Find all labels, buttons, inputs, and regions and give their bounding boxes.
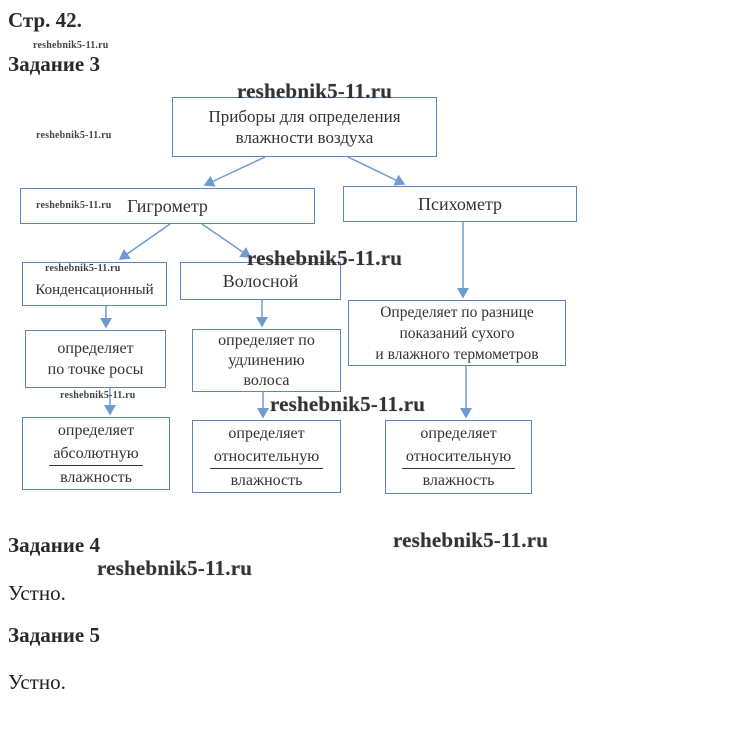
task3-heading: Задание 3 [8, 52, 100, 76]
text-line: абсолютную [49, 442, 143, 466]
text-line: определяет [57, 421, 135, 439]
root-line2: влажности воздуха [235, 128, 374, 147]
text-line: относительную [401, 445, 516, 469]
text-line: определяет [420, 425, 497, 442]
text-line: определяет по [218, 331, 315, 349]
watermark: reshebnik5-11.ru [36, 200, 112, 211]
watermark: reshebnik5-11.ru [45, 263, 121, 274]
box-psych-def: Определяет по разнице показаний сухого и… [348, 300, 566, 366]
psychrometer-label: Психометр [417, 193, 503, 214]
box-relative-1: определяет относительную влажность [192, 420, 341, 493]
watermark: reshebnik5-11.ru [247, 246, 403, 270]
watermark: reshebnik5-11.ru [60, 390, 136, 401]
text-line: влажность [230, 471, 303, 489]
task5-heading: Задание 5 [8, 623, 100, 647]
text-line: относительную [209, 445, 324, 469]
text-line: определяет [57, 340, 134, 357]
text-line: волоса [243, 371, 290, 389]
text-line: Определяет по разнице [380, 303, 534, 321]
watermark: reshebnik5-11.ru [36, 130, 112, 141]
box-psychrometer: Психометр [343, 186, 577, 222]
watermark: reshebnik5-11.ru [393, 528, 549, 552]
text-line: определяет [228, 424, 305, 442]
text-line: удлинению [228, 351, 305, 369]
watermark: reshebnik5-11.ru [237, 79, 393, 103]
box-dew-point: определяет по точке росы [25, 330, 166, 388]
box-condensation: Конденсационный [22, 262, 167, 306]
task4-heading: Задание 4 [8, 533, 100, 557]
text-line: влажность [422, 472, 495, 489]
arrow [201, 223, 252, 258]
text-line: влажность [60, 468, 132, 486]
text-line: и влажного термометров [375, 345, 539, 363]
arrow [203, 156, 266, 187]
root-line1: Приборы для определения [208, 107, 401, 126]
box-hair: Волосной [180, 262, 341, 300]
watermark: reshebnik5-11.ru [97, 556, 253, 580]
text-line: показаний сухого [399, 324, 515, 342]
watermark: reshebnik5-11.ru [33, 40, 109, 51]
box-hygrometer: Гигрометр [20, 188, 315, 224]
watermark: reshebnik5-11.ru [270, 392, 426, 416]
arrow [347, 156, 406, 186]
task4-answer: Устно. [8, 581, 66, 605]
box-relative-2: определяет относительную влажность [385, 420, 532, 494]
hygrometer-label: Гигрометр [127, 195, 208, 216]
task5-answer: Устно. [8, 670, 66, 694]
box-root: Приборы для определения влажности воздух… [172, 97, 437, 157]
arrow [118, 223, 171, 260]
box-hair-length: определяет по удлинению волоса [192, 329, 341, 392]
hair-label: Волосной [222, 270, 299, 291]
page-title: Стр. 42. [8, 8, 82, 32]
condensation-label: Конденсационный [35, 281, 154, 298]
text-line: по точке росы [47, 361, 144, 378]
box-absolute: определяет абсолютную влажность [22, 417, 170, 490]
